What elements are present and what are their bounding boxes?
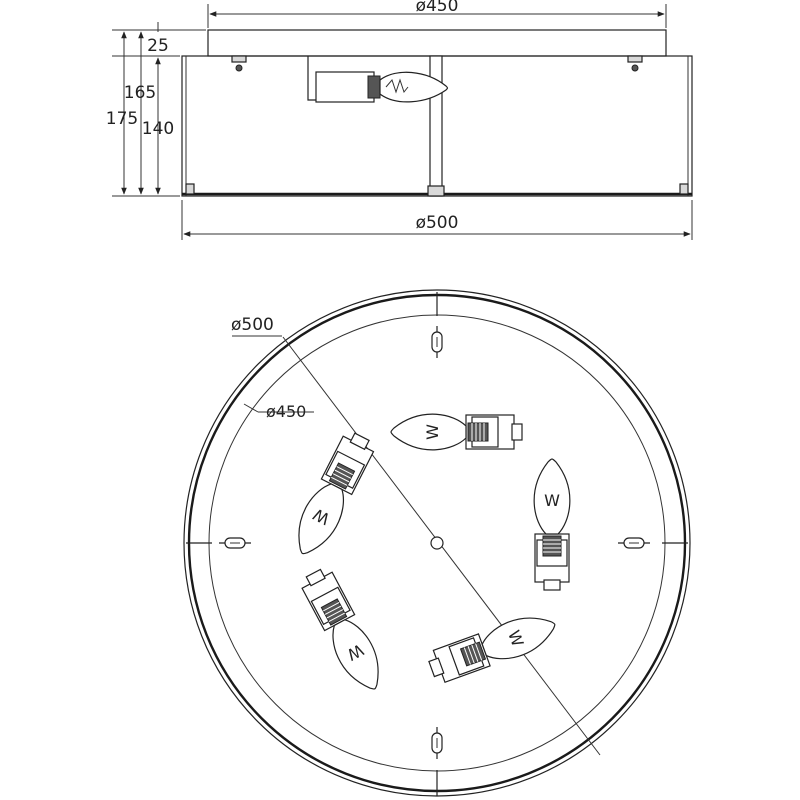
dim-height-140: 140: [142, 119, 174, 139]
bulb-2-label: W: [544, 491, 560, 510]
top-view: ø500 ø450 W W W W W: [183, 289, 691, 797]
dim-canopy-height: 25: [147, 36, 169, 56]
dim-height-175: 175: [106, 109, 138, 129]
dim-top-diameter: ø450: [416, 0, 459, 16]
dim-inner-diameter: ø450: [266, 402, 306, 421]
dim-bottom-diameter: ø500: [416, 213, 459, 233]
canopy-plate: [207, 29, 667, 57]
bulb-1: W: [390, 413, 523, 451]
side-bulb: [379, 71, 449, 103]
bulb-5: W: [286, 428, 379, 563]
bulb-4: W: [296, 564, 392, 698]
side-socket: [315, 71, 375, 103]
bulb-3-label: W: [504, 628, 527, 650]
bulb-3: W: [424, 606, 562, 687]
dim-height-165: 165: [124, 83, 156, 103]
center-hub: [430, 536, 444, 550]
side-view: ø450 ø500 175 165 140 25: [106, 0, 693, 240]
dim-outer-diameter: ø500: [231, 315, 274, 335]
bulb-2: W: [533, 458, 571, 591]
bulb-1-label: W: [423, 424, 442, 440]
